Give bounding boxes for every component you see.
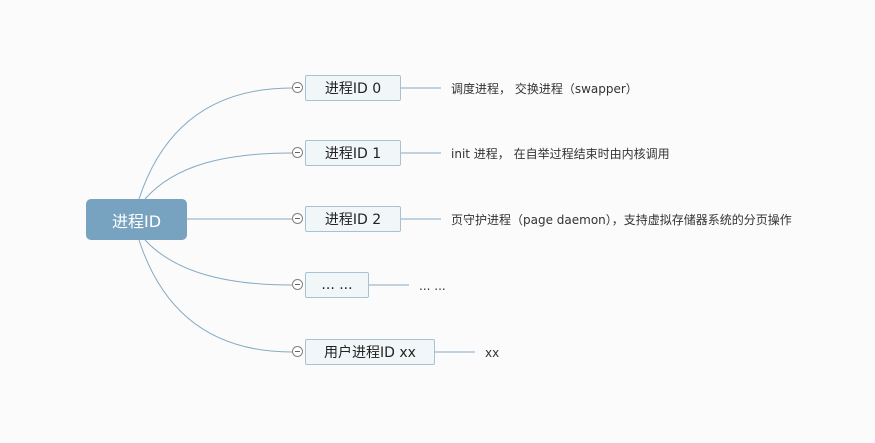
- branch-topic-label: 用户进程ID xx: [324, 345, 416, 361]
- connector-branch-3: [144, 239, 293, 286]
- collapse-toggle-icon[interactable]: [292, 213, 303, 224]
- connector-branch-4: [138, 239, 293, 353]
- branch-topic-label: 进程ID 2: [324, 212, 382, 228]
- root-topic[interactable]: 进程ID: [86, 199, 187, 240]
- branch-note-3: ... ...: [419, 279, 446, 293]
- branch-topic-label: 进程ID 0: [324, 81, 382, 97]
- connector-branch-0: [138, 87, 293, 200]
- branch-topic-2[interactable]: 进程ID 2: [305, 206, 401, 232]
- root-topic-label: 进程ID: [111, 211, 162, 231]
- branch-note-4: xx: [485, 346, 500, 360]
- collapse-toggle-icon[interactable]: [292, 147, 303, 158]
- connector-branch-1: [144, 152, 293, 200]
- branch-topic-label: ... ...: [321, 277, 353, 293]
- branch-topic-0[interactable]: 进程ID 0: [305, 75, 401, 101]
- branch-topic-1[interactable]: 进程ID 1: [305, 140, 401, 166]
- branch-topic-4[interactable]: 用户进程ID xx: [305, 339, 435, 365]
- branch-note-0: 调度进程， 交换进程（swapper）: [451, 82, 638, 96]
- collapse-toggle-icon[interactable]: [292, 346, 303, 357]
- branch-topic-3[interactable]: ... ...: [305, 272, 369, 298]
- branch-topic-label: 进程ID 1: [324, 146, 382, 162]
- branch-note-1: init 进程， 在自举过程结束时由内核调用: [451, 147, 670, 161]
- collapse-toggle-icon[interactable]: [292, 82, 303, 93]
- collapse-toggle-icon[interactable]: [292, 279, 303, 290]
- branch-note-2: 页守护进程（page daemon），支持虚拟存储器系统的分页操作: [451, 213, 792, 227]
